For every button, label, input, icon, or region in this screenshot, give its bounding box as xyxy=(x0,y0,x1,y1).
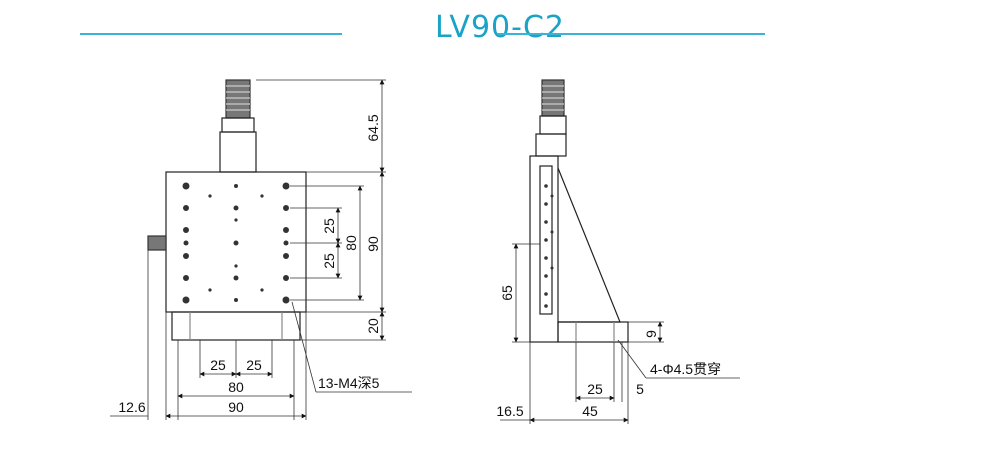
dim-9: 9 xyxy=(643,330,659,338)
side-gusset xyxy=(557,167,621,323)
dim-64-5: 64.5 xyxy=(365,114,381,141)
front-view-labels: 64.5 90 20 80 25 25 25 25 80 90 12.6 13-… xyxy=(118,114,381,415)
dim-25-lower: 25 xyxy=(321,253,337,269)
dim-80-horizontal: 80 xyxy=(228,379,244,395)
drawing-title: LV90-C2 xyxy=(435,10,565,45)
dim-25-bottom-left: 25 xyxy=(210,357,226,373)
dim-65: 65 xyxy=(499,285,515,301)
front-hole-pattern xyxy=(182,182,290,304)
front-callout: 13-M4深5 xyxy=(318,375,380,391)
dim-25-upper: 25 xyxy=(321,218,337,234)
dim-5-side: 5 xyxy=(636,381,644,397)
dim-12-6: 12.6 xyxy=(118,399,145,415)
title-rule-left xyxy=(80,33,342,35)
side-base-foot xyxy=(557,321,629,343)
front-micrometer xyxy=(219,79,257,173)
dim-16-5: 16.5 xyxy=(496,403,523,419)
front-view xyxy=(110,79,412,420)
side-moving-stage xyxy=(539,165,553,315)
dim-80-vertical: 80 xyxy=(343,235,359,251)
dim-20: 20 xyxy=(365,318,381,334)
front-side-knob xyxy=(147,235,167,251)
front-base xyxy=(171,311,301,341)
side-callout: 4-Φ4.5贯穿 xyxy=(650,361,721,377)
title-rule-right xyxy=(497,33,765,35)
dim-90-vertical: 90 xyxy=(365,236,381,252)
dim-90-horizontal: 90 xyxy=(228,399,244,415)
dim-25-bottom-right: 25 xyxy=(246,357,262,373)
dim-45: 45 xyxy=(582,403,598,419)
side-vertical-plate xyxy=(529,155,559,343)
side-view-labels: 65 9 25 5 16.5 45 4-Φ4.5贯穿 xyxy=(496,285,721,419)
dim-25-side: 25 xyxy=(587,381,603,397)
side-hole-pattern xyxy=(544,184,554,308)
side-micrometer xyxy=(535,79,567,157)
side-view xyxy=(500,79,740,424)
